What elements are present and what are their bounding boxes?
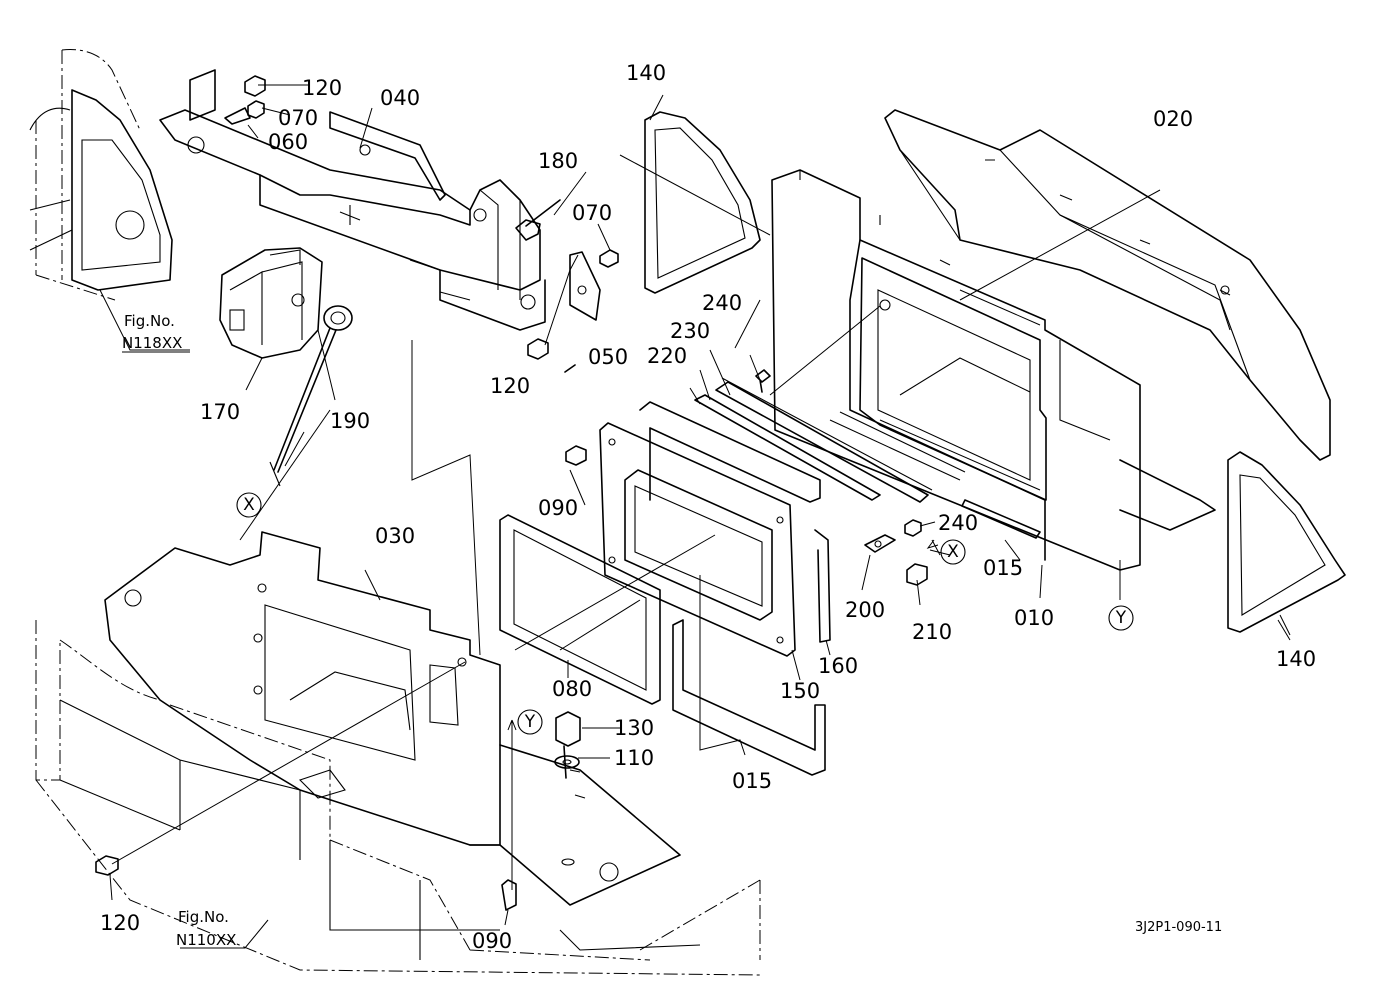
- label-050: 050: [588, 345, 628, 369]
- fasteners-top: [224, 75, 619, 360]
- figure-ref-n110xx: Fig.No. N110XX: [176, 908, 236, 949]
- label-140-top: 140: [626, 61, 666, 85]
- part-150-plate: [599, 422, 796, 657]
- fig-ref-number-1: N118XX: [122, 334, 182, 352]
- context-bracket-left: [29, 89, 173, 291]
- label-130: 130: [614, 716, 654, 740]
- label-230: 230: [670, 319, 710, 343]
- label-080: 080: [552, 677, 592, 701]
- part-020-cover: [884, 109, 1331, 461]
- label-020: 020: [1153, 107, 1193, 131]
- label-120-mid: 120: [490, 374, 530, 398]
- label-210: 210: [912, 620, 952, 644]
- label-015-right: 015: [983, 556, 1023, 580]
- connection-marks: X X Y Y: [236, 492, 1134, 735]
- part-160-seal: [639, 401, 831, 643]
- label-160: 160: [818, 654, 858, 678]
- mark-x-right: X: [947, 542, 959, 562]
- part-015-strips: [672, 499, 1041, 776]
- label-200: 200: [845, 598, 885, 622]
- label-220: 220: [647, 344, 687, 368]
- label-110: 110: [614, 746, 654, 770]
- part-170-actuator: [219, 247, 323, 359]
- label-090-bottom: 090: [472, 929, 512, 953]
- label-190: 190: [330, 409, 370, 433]
- label-170: 170: [200, 400, 240, 424]
- mark-y-bottom: Y: [524, 712, 536, 732]
- machine-outline: [35, 49, 761, 976]
- fig-ref-number-2: N110XX: [176, 931, 236, 949]
- label-240-top: 240: [702, 291, 742, 315]
- label-040: 040: [380, 86, 420, 110]
- label-015-bottom: 015: [732, 769, 772, 793]
- mark-x-left: X: [243, 495, 255, 515]
- diagram-code: 3J2P1-090-11: [1135, 920, 1222, 935]
- fig-ref-label-2: Fig.No.: [178, 908, 229, 926]
- label-140-right: 140: [1276, 647, 1316, 671]
- part-140-gaskets: [644, 111, 1346, 633]
- part-050-plate: [569, 251, 601, 321]
- parts-rails: [694, 369, 966, 503]
- mark-y-right: Y: [1115, 608, 1127, 628]
- label-070-top: 070: [278, 106, 318, 130]
- label-120-bottom: 120: [100, 911, 140, 935]
- label-010: 010: [1014, 606, 1054, 630]
- part-190-rod: [269, 305, 353, 487]
- label-150: 150: [780, 679, 820, 703]
- label-030: 030: [375, 524, 415, 548]
- fasteners-bottom: [95, 364, 587, 911]
- label-070-right: 070: [572, 201, 612, 225]
- label-240-right: 240: [938, 511, 978, 535]
- label-180: 180: [538, 149, 578, 173]
- part-030-panel: [104, 531, 681, 906]
- parts-fittings: [864, 519, 928, 586]
- part-040-bracket: [159, 69, 546, 331]
- part-010-housing: [771, 169, 1216, 571]
- label-060: 060: [268, 130, 308, 154]
- label-120-top: 120: [302, 76, 342, 100]
- part-labels: 120 070 060 040 180 070 050 120 170 190 …: [100, 61, 1316, 953]
- part-080-gasket: [499, 514, 661, 705]
- label-090-mid: 090: [538, 496, 578, 520]
- leader-lines: [99, 84, 1291, 949]
- fig-ref-label-1: Fig.No.: [124, 312, 175, 330]
- figure-ref-n118xx: Fig.No. N118XX: [122, 312, 190, 353]
